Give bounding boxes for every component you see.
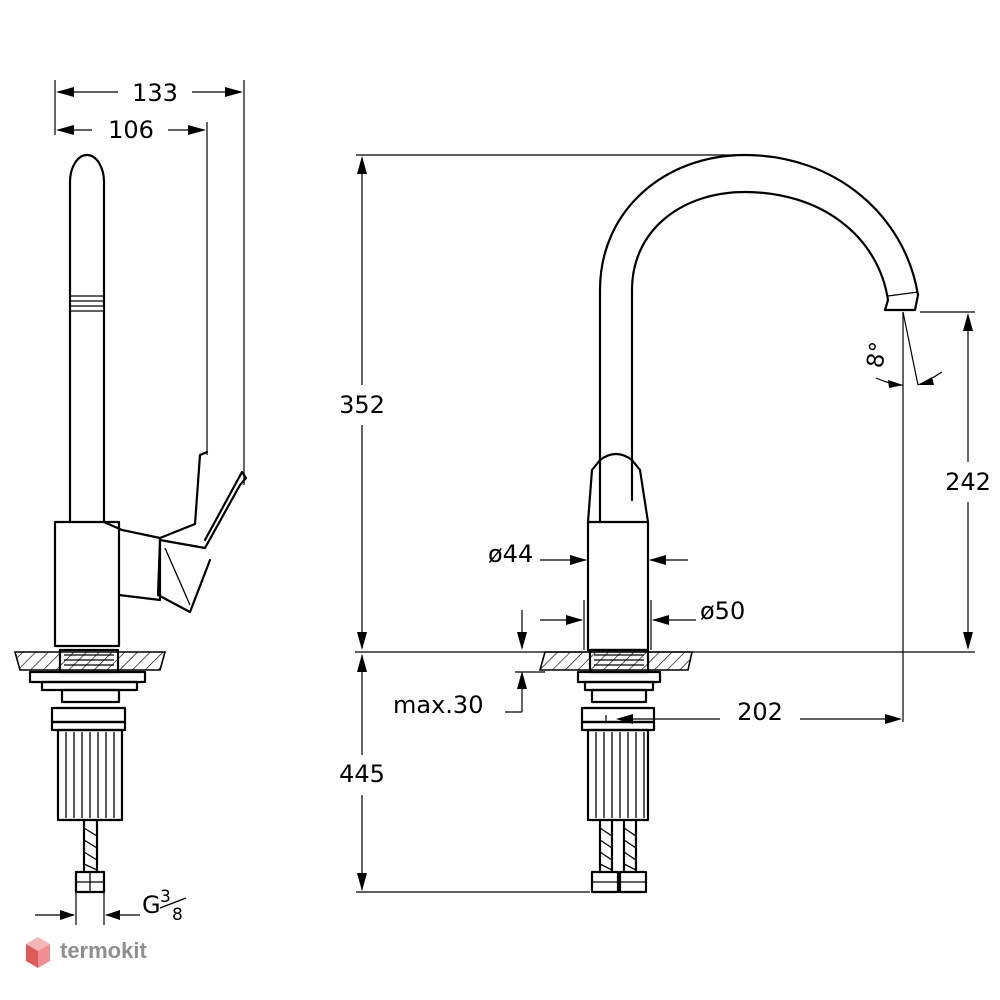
front-counter (538, 648, 693, 704)
dim-label-352: 352 (339, 391, 385, 419)
watermark-text: termokit (60, 938, 147, 963)
dim-total-height: 352 (339, 154, 745, 650)
dim-below-counter: 445 (339, 654, 590, 893)
dim-label-g-den: 8 (172, 905, 183, 925)
front-fixing (580, 706, 656, 822)
dim-label-8deg: 8° (862, 340, 892, 370)
dim-label-d50: ø50 (700, 597, 745, 625)
dim-label-133: 133 (132, 79, 178, 107)
front-spout (598, 153, 920, 524)
dim-spout-height: 242 (920, 311, 991, 650)
dim-diameter-50: ø50 (540, 597, 745, 650)
front-view: 352 445 (339, 153, 991, 894)
dim-overall-width: 133 (54, 79, 245, 485)
dim-label-g: G (142, 891, 161, 919)
dim-max-thickness: max.30 (393, 610, 545, 719)
dim-label-g-num: 3 (160, 887, 171, 907)
side-counter (13, 648, 167, 704)
front-body (586, 452, 650, 652)
side-hose (74, 818, 106, 894)
dim-label-106: 106 (108, 116, 154, 144)
dim-spout-reach: 202 (605, 698, 902, 726)
side-fixing (50, 706, 127, 822)
dim-spout-angle: 8° (862, 311, 943, 722)
dim-handle-width: 106 (56, 116, 208, 455)
dim-label-202: 202 (737, 698, 783, 726)
dim-connection: G 3 8 (35, 887, 187, 925)
dim-diameter-44: ø44 (488, 540, 688, 568)
dim-label-445: 445 (339, 760, 385, 788)
logo-cube-left (26, 944, 38, 968)
dim-label-max30: max.30 (393, 691, 483, 719)
dim-label-d44: ø44 (488, 540, 533, 568)
logo-cube-right (38, 944, 50, 968)
side-body (53, 450, 248, 648)
watermark-logo: termokit (26, 937, 147, 968)
front-hoses (590, 818, 648, 894)
side-spout (68, 153, 106, 524)
dim-label-242: 242 (945, 468, 991, 496)
side-view: 133 106 (13, 79, 248, 925)
